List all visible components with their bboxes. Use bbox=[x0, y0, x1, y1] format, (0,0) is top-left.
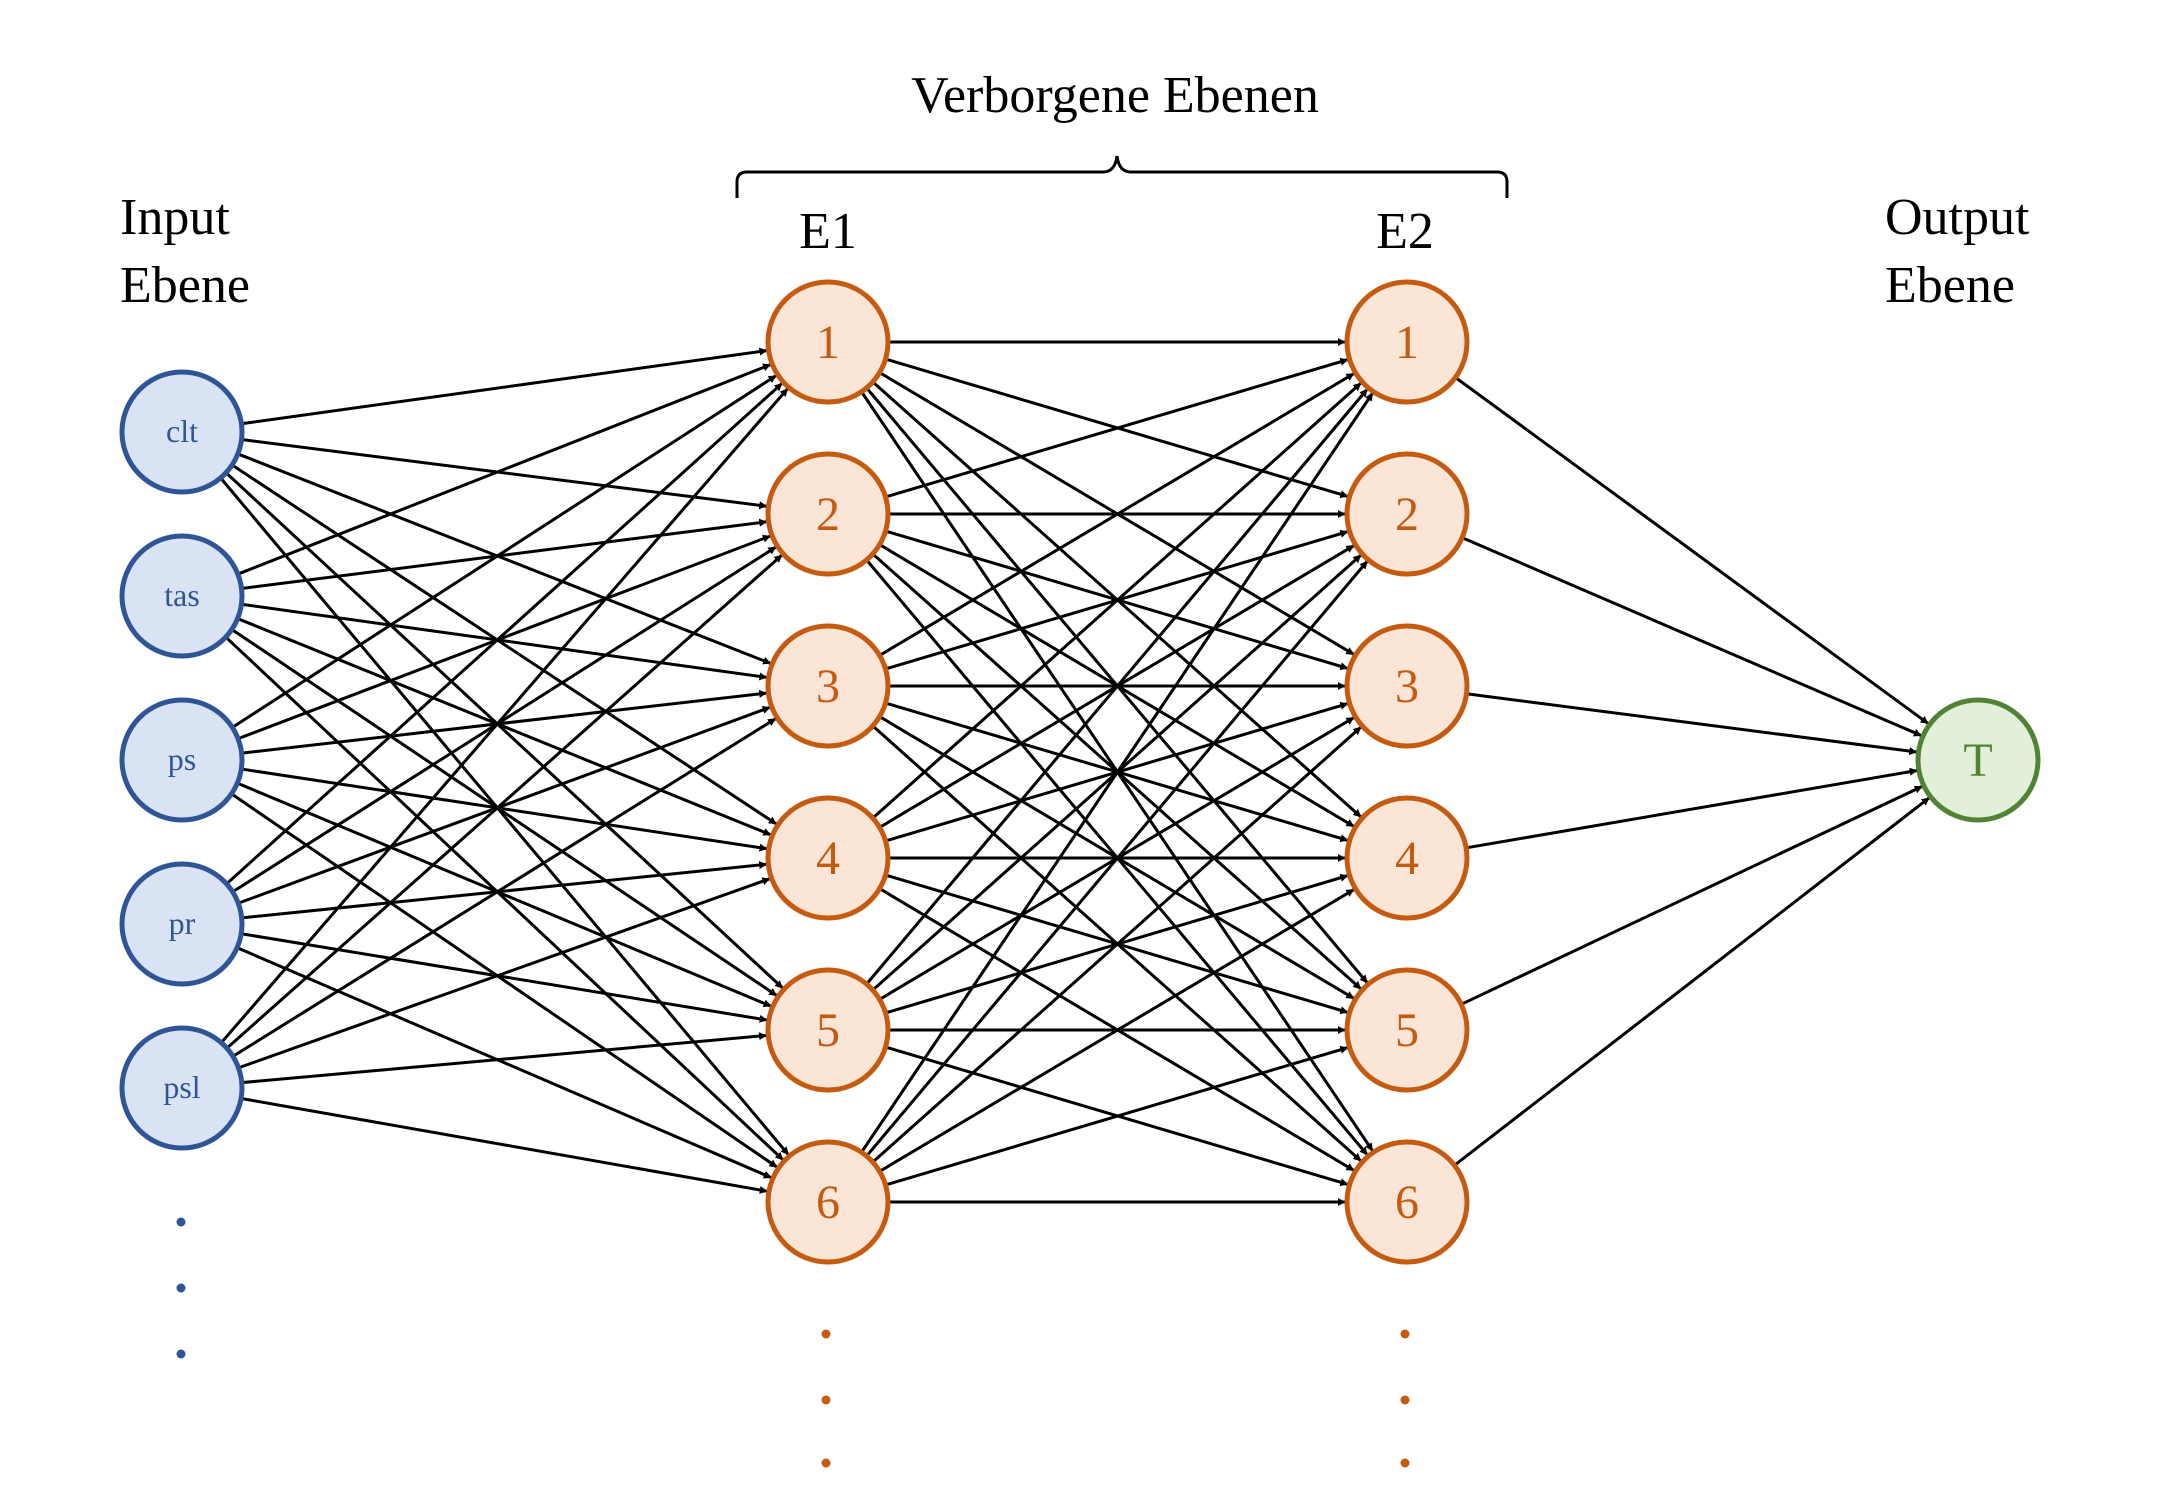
hidden-layer-2-node: 6 bbox=[1344, 1139, 1470, 1265]
connection-edge bbox=[229, 462, 778, 826]
connection-edge bbox=[864, 560, 1369, 1159]
connection-edge bbox=[1458, 785, 1923, 1007]
hidden-node-label: 6 bbox=[1395, 1176, 1419, 1229]
hidden-layer-2-node: 4 bbox=[1344, 795, 1470, 921]
connection-edge bbox=[883, 1045, 1349, 1187]
hidden-layers-brace bbox=[735, 155, 1509, 198]
connection-edge bbox=[229, 627, 778, 997]
connection-edge bbox=[230, 545, 777, 895]
output-layer-title-line2: Ebene bbox=[1885, 257, 2015, 314]
connection-edge bbox=[238, 931, 768, 1023]
hidden-node-label: 1 bbox=[1395, 316, 1419, 369]
connection-edge bbox=[236, 877, 771, 1070]
input-node: tas bbox=[119, 533, 245, 659]
hidden-node-label: 5 bbox=[1395, 1004, 1419, 1057]
connection-edge bbox=[235, 705, 771, 906]
input-continuation-dots bbox=[176, 1217, 186, 1359]
connection-edge bbox=[235, 451, 772, 665]
connection-edge bbox=[229, 791, 778, 1169]
input-node-label: psl bbox=[163, 1069, 200, 1105]
hidden-layer-1-node: 4 bbox=[765, 795, 891, 921]
hidden-layer-1-title: E1 bbox=[799, 203, 857, 260]
input-node-label: clt bbox=[166, 413, 198, 449]
hidden-layer-1-node: 3 bbox=[765, 623, 891, 749]
input-node: clt bbox=[119, 369, 245, 495]
hidden-layer-2-node: 2 bbox=[1344, 451, 1470, 577]
connection-edge bbox=[859, 392, 1374, 1155]
connection-edge bbox=[229, 374, 777, 730]
connection-edge bbox=[239, 1032, 767, 1085]
hidden-node-label: 1 bbox=[816, 316, 840, 369]
hidden-layer-1-node: 6 bbox=[765, 1139, 891, 1265]
input-layer-title-line1: Input bbox=[120, 189, 230, 246]
hidden-layer-1-node: 2 bbox=[765, 451, 891, 577]
connection-edge bbox=[234, 945, 772, 1179]
connection-edge bbox=[235, 363, 772, 577]
hidden-layer-1-node: 1 bbox=[765, 279, 891, 405]
input-node-label: pr bbox=[169, 905, 196, 941]
hidden-node-label: 5 bbox=[816, 1004, 840, 1057]
hidden-layers-title: Verborgene Ebenen bbox=[911, 67, 1319, 124]
input-node: pr bbox=[119, 861, 245, 987]
connection-edge bbox=[1463, 767, 1918, 850]
connection-edge bbox=[223, 470, 784, 990]
hidden-node-label: 2 bbox=[1395, 488, 1419, 541]
connection-edge bbox=[230, 717, 777, 1059]
input-layer-title-line2: Ebene bbox=[120, 257, 250, 314]
connection-edge bbox=[1451, 796, 1930, 1168]
connection-edge bbox=[239, 518, 768, 591]
hidden-layer-1-node: 5 bbox=[765, 967, 891, 1093]
output-layer-title-line1: Output bbox=[1885, 189, 2030, 246]
hidden-node-label: 6 bbox=[816, 1176, 840, 1229]
connection-edge bbox=[883, 357, 1349, 499]
connection-edge bbox=[877, 888, 1355, 1174]
connection-edge bbox=[235, 534, 771, 741]
connection-edge bbox=[864, 388, 1369, 987]
connection-edge bbox=[224, 554, 783, 1051]
hidden-node-label: 2 bbox=[816, 488, 840, 541]
input-node-label: tas bbox=[164, 577, 200, 613]
hidden-node-label: 4 bbox=[816, 832, 840, 885]
connection-edges bbox=[218, 338, 1930, 1206]
connection-edge bbox=[218, 387, 789, 1046]
input-node: ps bbox=[119, 697, 245, 823]
connection-edge bbox=[238, 1096, 768, 1194]
connection-edge bbox=[223, 634, 784, 1161]
output-node: T bbox=[1915, 697, 2041, 823]
hidden-layer-2-node: 3 bbox=[1344, 623, 1470, 749]
connection-edge bbox=[239, 767, 768, 852]
connection-edge bbox=[239, 437, 768, 510]
hidden-layer-1-continuation-dots bbox=[821, 1329, 831, 1468]
hidden-layer-2-continuation-dots bbox=[1400, 1329, 1410, 1468]
hidden-node-label: 3 bbox=[1395, 660, 1419, 713]
connection-edge bbox=[870, 382, 1362, 821]
hidden-node-label: 4 bbox=[1395, 832, 1419, 885]
connection-edge bbox=[239, 689, 768, 755]
connection-edge bbox=[1452, 375, 1929, 725]
connection-edge bbox=[870, 726, 1362, 1165]
hidden-layer-2-node: 1 bbox=[1344, 279, 1470, 405]
output-node-label: T bbox=[1963, 734, 1992, 787]
connection-edge bbox=[239, 347, 768, 426]
connection-edge bbox=[1459, 535, 1922, 737]
input-node: psl bbox=[119, 1025, 245, 1151]
hidden-node-label: 3 bbox=[816, 660, 840, 713]
connection-edge bbox=[234, 781, 772, 1008]
connection-edge bbox=[239, 861, 768, 920]
connection-edge bbox=[239, 602, 768, 681]
connection-edge bbox=[877, 372, 1355, 658]
connection-edge bbox=[1464, 692, 1918, 756]
hidden-layer-2-node: 5 bbox=[1344, 967, 1470, 1093]
input-node-label: ps bbox=[168, 741, 196, 777]
connection-edge bbox=[235, 616, 772, 837]
connection-edge bbox=[224, 382, 783, 887]
hidden-layer-2-title: E2 bbox=[1376, 203, 1434, 260]
